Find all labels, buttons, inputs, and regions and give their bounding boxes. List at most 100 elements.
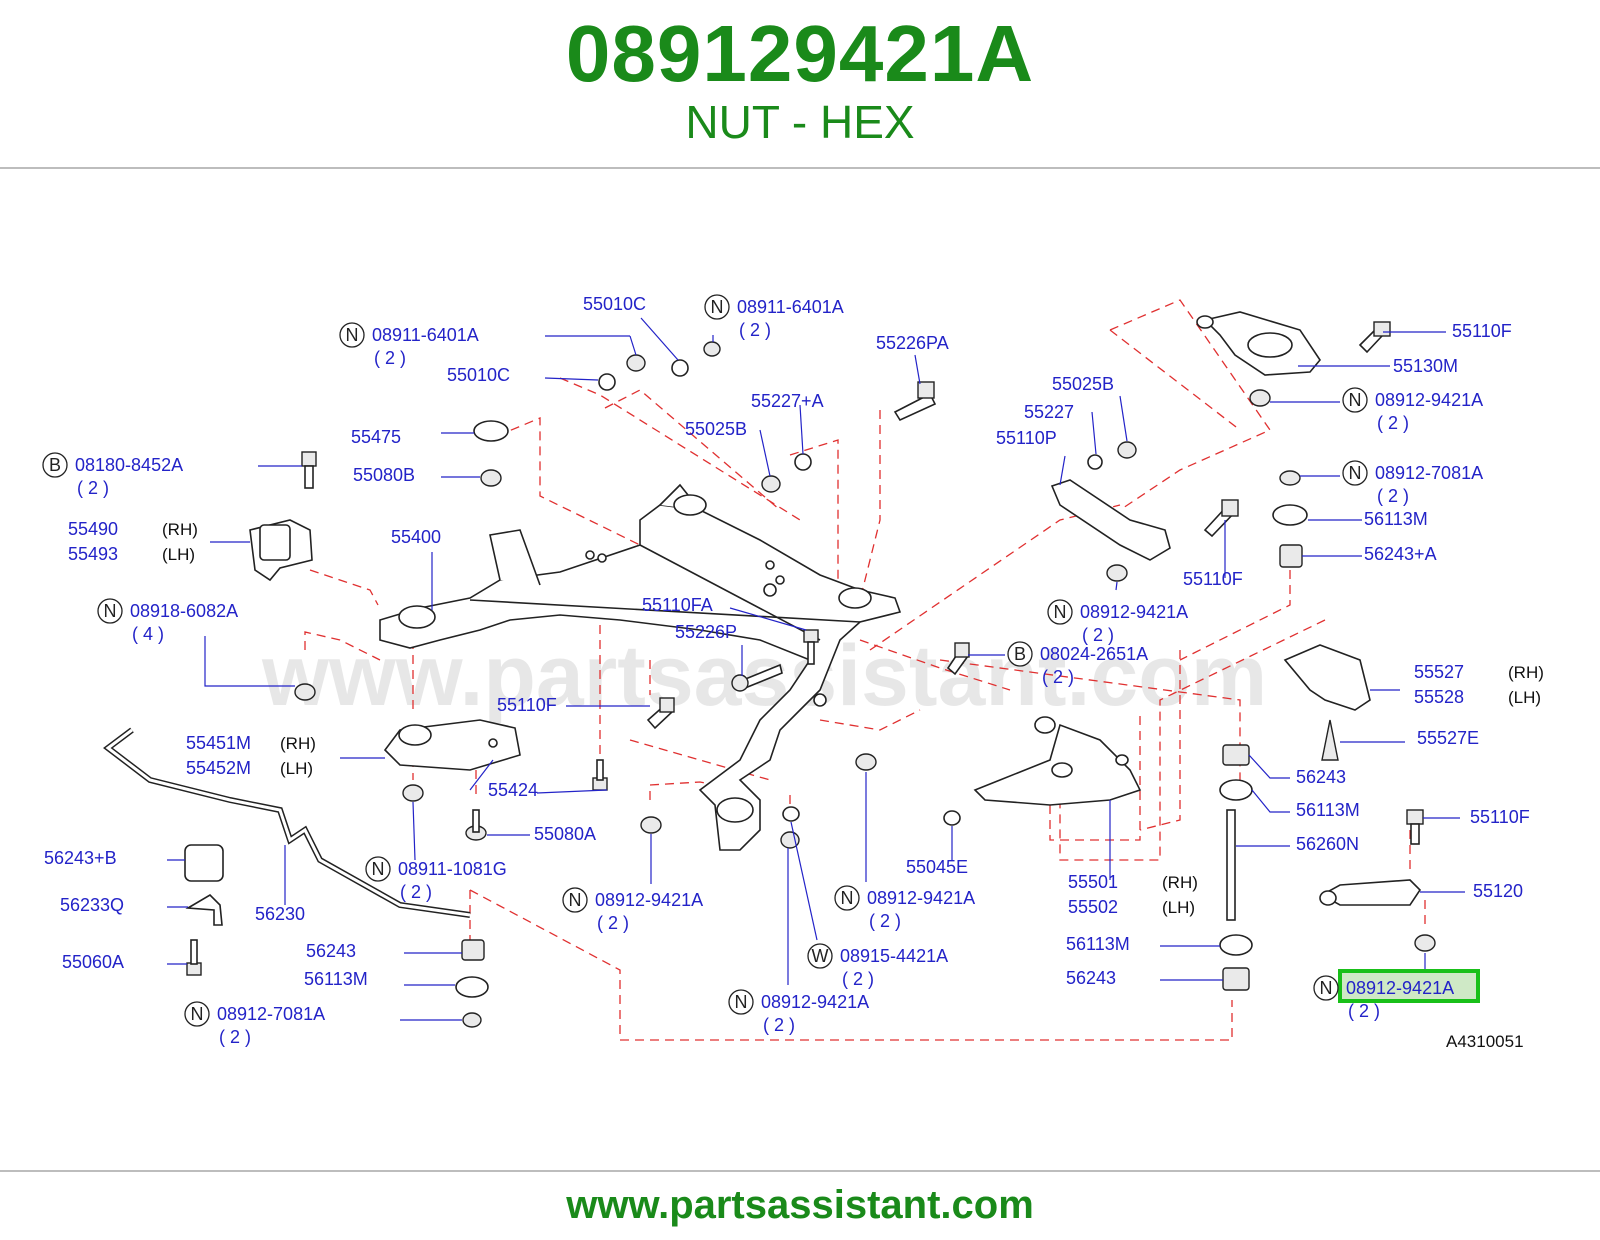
part-code: 55451M	[186, 733, 251, 753]
callout-l10[interactable]: 55080B	[353, 465, 415, 485]
part-code: 08180-8452A	[75, 455, 183, 475]
callout-l27[interactable]: 56243	[306, 941, 356, 961]
callout-l56[interactable]: 55120	[1473, 881, 1523, 901]
callout-l18[interactable]: 55451M(RH)	[186, 733, 316, 753]
side-label: (LH)	[162, 545, 195, 564]
callout-l36[interactable]: 55110P	[996, 428, 1057, 448]
callout-l8[interactable]: 55025B	[685, 419, 747, 439]
callout-l15[interactable]: 55110FA	[642, 595, 713, 615]
part-code: 56243	[1296, 767, 1346, 787]
callout-circle-letter: W	[812, 946, 829, 966]
callout-l20[interactable]: 55424	[488, 780, 538, 800]
callout-l47[interactable]: 55528(LH)	[1414, 687, 1541, 707]
callout-l19[interactable]: 55452M(LH)	[186, 758, 313, 778]
callout-l37[interactable]: 55110F	[1452, 321, 1512, 341]
page-header: 089129421A NUT - HEX	[0, 0, 1600, 168]
callout-l55[interactable]: 55502(LH)	[1068, 897, 1195, 917]
callout-l41[interactable]: 56113M	[1364, 509, 1428, 529]
callout-l38[interactable]: 55130M	[1393, 356, 1458, 376]
part-code: 55110FA	[642, 595, 713, 615]
callout-l34[interactable]: 55025B	[1052, 374, 1114, 394]
callout-l49[interactable]: 56243	[1296, 767, 1346, 787]
callout-l5[interactable]: 55226PA	[876, 333, 949, 353]
part-code: 55475	[351, 427, 401, 447]
callout-circle-letter: N	[372, 859, 385, 879]
callout-l16[interactable]: 55226P	[675, 622, 737, 642]
callout-circle-letter: N	[1320, 978, 1333, 998]
callout-l51[interactable]: 55110F	[1470, 807, 1530, 827]
callout-circle-letter: N	[346, 325, 359, 345]
part-name-subtitle: NUT - HEX	[685, 96, 915, 148]
callout-l50[interactable]: 56113M	[1296, 800, 1360, 820]
callout-l57[interactable]: 56113M	[1066, 934, 1130, 954]
callout-l58[interactable]: 56243	[1066, 968, 1116, 988]
upper-arm-55130M	[1196, 311, 1321, 376]
callout-l26[interactable]: 55060A	[62, 952, 124, 972]
part-code: 08024-2651A	[1040, 644, 1148, 664]
callout-l2[interactable]: 55010C	[583, 294, 646, 314]
side-label: (RH)	[1162, 873, 1198, 892]
callout-l11[interactable]: 55490(RH)	[68, 519, 198, 539]
side-label: (RH)	[1508, 663, 1544, 682]
part-code: 56243	[1066, 968, 1116, 988]
callout-l12[interactable]: 55493(LH)	[68, 544, 195, 564]
quantity: ( 2 )	[869, 911, 901, 931]
callout-l25[interactable]: N 08911-1081G ( 2 )	[365, 856, 507, 902]
callout-l43[interactable]: 55110F	[1183, 569, 1243, 589]
callout-l21[interactable]: 55080A	[534, 824, 596, 844]
callout-circle	[1047, 599, 1073, 625]
quantity: ( 2 )	[739, 320, 771, 340]
part-code: 56260N	[1296, 834, 1359, 854]
callout-l52[interactable]: 56260N	[1296, 834, 1359, 854]
part-code: 55060A	[62, 952, 124, 972]
part-code: 56113M	[304, 969, 368, 989]
quantity: ( 2 )	[1042, 667, 1074, 687]
part-code: 08911-1081G	[398, 859, 507, 879]
callout-l53[interactable]: 55045E	[906, 857, 968, 877]
callout-l42[interactable]: 56243+A	[1364, 544, 1437, 564]
callout-l46[interactable]: 55527(RH)	[1414, 662, 1544, 682]
callout-l48[interactable]: 55527E	[1417, 728, 1479, 748]
callout-l24[interactable]: 56230	[255, 904, 305, 924]
callout-l4[interactable]: 55010C	[447, 365, 510, 385]
part-code: 55130M	[1393, 356, 1458, 376]
part-code: 55025B	[1052, 374, 1114, 394]
callout-l22[interactable]: 56243+B	[44, 848, 117, 868]
callout-l17[interactable]: 55110F	[497, 695, 557, 715]
footer-url[interactable]: www.partsassistant.com	[566, 1183, 1034, 1227]
callout-l54[interactable]: 55501(RH)	[1068, 872, 1198, 892]
part-code: 08912-9421A	[1080, 602, 1188, 622]
assembly-guide-lines	[304, 299, 1426, 1041]
callout-l13[interactable]: 55400	[391, 527, 441, 547]
callout-circle	[562, 887, 588, 913]
callout-l28[interactable]: 56113M	[304, 969, 368, 989]
callout-l35[interactable]: 55227	[1024, 402, 1074, 422]
part-code: 08912-9421A	[1375, 390, 1483, 410]
quantity: ( 2 )	[77, 478, 109, 498]
part-code: 55502	[1068, 897, 1118, 917]
callout-l23[interactable]: 56233Q	[60, 895, 124, 915]
part-number-title: 089129421A	[565, 9, 1035, 98]
callout-l6[interactable]: 55475	[351, 427, 401, 447]
quantity: ( 2 )	[400, 882, 432, 902]
callout-circle	[184, 1001, 210, 1027]
callout-l7[interactable]: 55227+A	[751, 391, 824, 411]
quantity: ( 2 )	[597, 913, 629, 933]
callout-circle	[42, 452, 68, 478]
side-label: (LH)	[1508, 688, 1541, 707]
